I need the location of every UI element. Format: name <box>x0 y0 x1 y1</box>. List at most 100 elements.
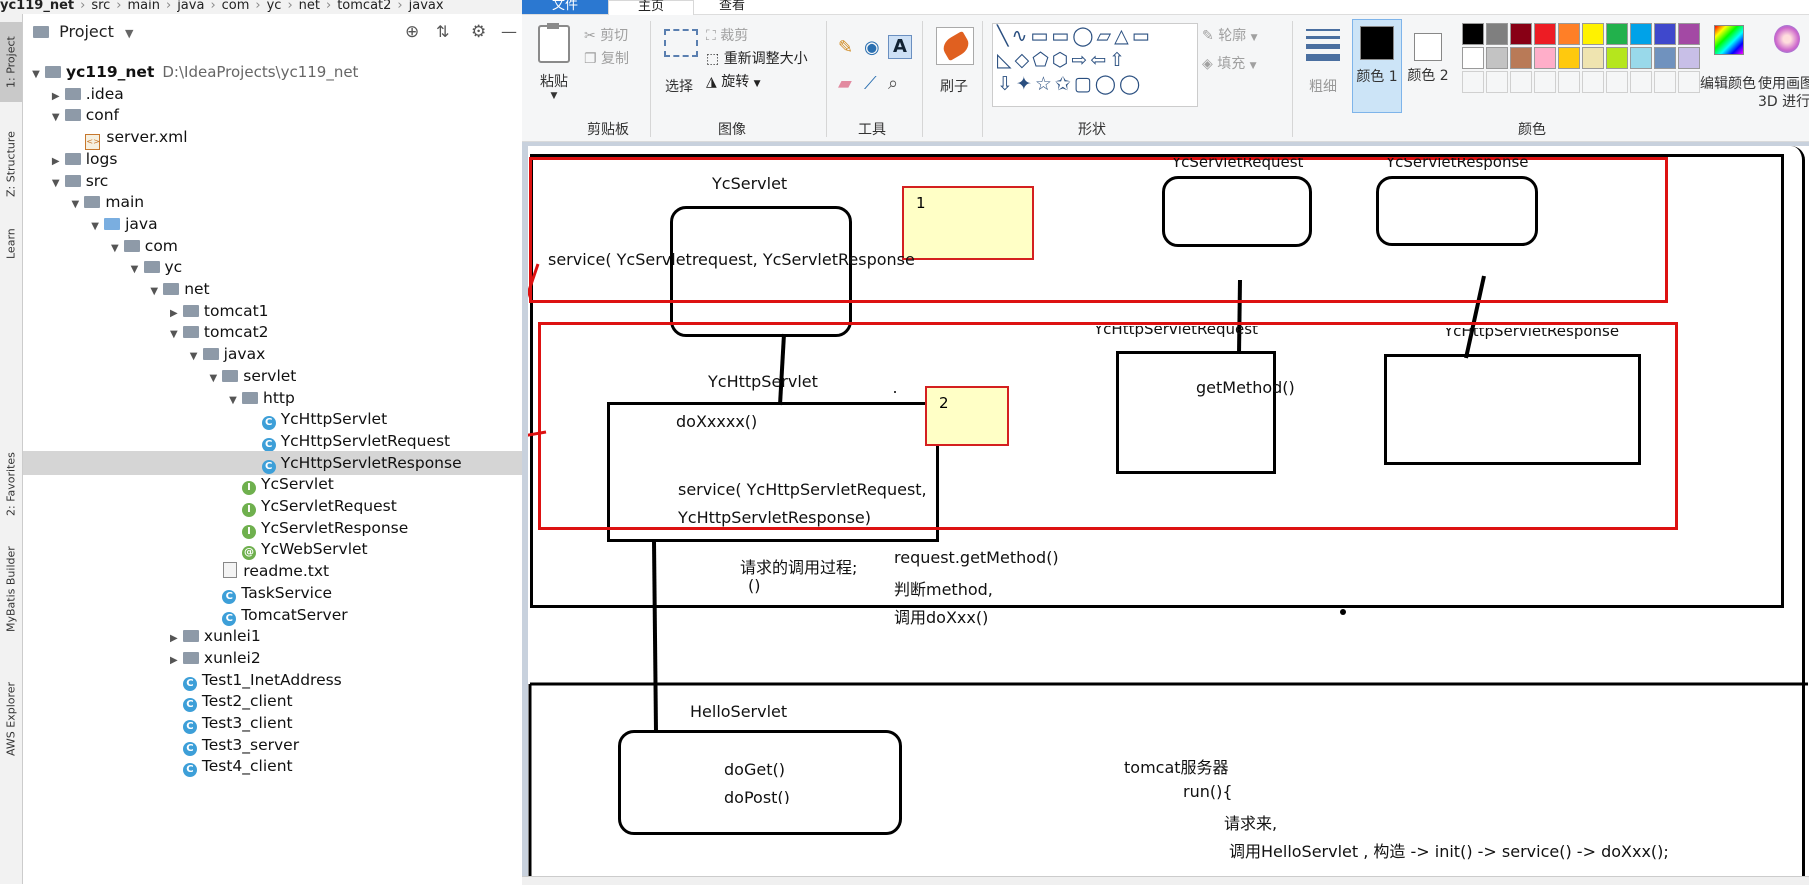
tree-item[interactable]: ▼yc <box>23 255 522 279</box>
tree-item[interactable]: ▼javax <box>23 342 522 366</box>
chevron-down-icon[interactable]: ▼ <box>51 112 60 124</box>
color-swatch[interactable] <box>1534 47 1556 69</box>
side-tab-1-project[interactable]: 1: Project <box>0 22 22 102</box>
side-tab-learn[interactable]: Learn <box>4 228 18 260</box>
breadcrumb-item[interactable]: javax <box>408 0 444 13</box>
chevron-right-icon[interactable]: ▶ <box>170 654 178 666</box>
project-panel-title[interactable]: Project <box>59 22 114 41</box>
chevron-down-icon[interactable]: ▼ <box>229 394 237 406</box>
breadcrumb-item[interactable]: src <box>91 0 111 13</box>
chevron-down-icon[interactable]: ▼ <box>130 264 139 276</box>
chevron-down-icon[interactable]: ▼ <box>209 372 218 384</box>
color-swatch[interactable] <box>1654 23 1676 45</box>
color-swatch[interactable] <box>1582 47 1604 69</box>
color2-button[interactable]: 颜色 2 <box>1404 19 1452 111</box>
color-swatch[interactable] <box>1630 23 1652 45</box>
paint3d-button[interactable]: 使用画图 3D 进行 <box>1758 23 1809 113</box>
side-tab-z-structure[interactable]: Z: Structure <box>4 131 18 197</box>
shapes-gallery[interactable]: ╲∿▭▭◯▱△▭ ◺◇⬠⬡⇨⇦⇧ ⇩✦☆✩▢◯◯ <box>992 23 1198 107</box>
color-swatch[interactable] <box>1462 47 1484 69</box>
chevron-right-icon[interactable]: ▶ <box>51 155 60 167</box>
custom-color-slot[interactable] <box>1558 71 1580 93</box>
text-icon[interactable]: A <box>888 35 912 59</box>
color-swatch[interactable] <box>1510 23 1532 45</box>
breadcrumb-item[interactable]: yc <box>266 0 282 13</box>
tree-item[interactable]: ▶.idea <box>23 82 522 106</box>
tree-item[interactable]: ▼com <box>23 234 522 258</box>
tree-item[interactable]: ▼src <box>23 169 522 193</box>
brushes-button[interactable]: 刷子 <box>932 23 976 113</box>
custom-color-slot[interactable] <box>1678 71 1700 93</box>
select-button[interactable]: 选择 <box>656 23 702 113</box>
color-swatch[interactable] <box>1606 47 1628 69</box>
chevron-down-icon[interactable]: ▼ <box>150 286 159 297</box>
size-button[interactable]: 粗细 <box>1300 23 1346 113</box>
breadcrumb-item[interactable]: tomcat2 <box>337 0 392 13</box>
tree-item[interactable]: ▶tomcat1 <box>23 299 522 323</box>
breadcrumb-item[interactable]: java <box>177 0 205 13</box>
side-tab-aws-explorer[interactable]: AWS Explorer <box>4 681 18 757</box>
color-swatch[interactable] <box>1462 23 1484 45</box>
tree-item[interactable]: ▶xunlei1 <box>23 624 522 648</box>
collapse-all-icon[interactable]: ⇅ <box>436 22 450 41</box>
custom-color-slot[interactable] <box>1630 71 1652 93</box>
color-swatch[interactable] <box>1678 47 1700 69</box>
tree-item[interactable]: ▼http <box>23 386 522 410</box>
chevron-down-icon[interactable]: ▼ <box>32 69 40 80</box>
chevron-down-icon[interactable]: ▼ <box>51 177 60 189</box>
color-swatch[interactable] <box>1558 47 1580 69</box>
color-swatch[interactable] <box>1606 23 1628 45</box>
color-swatch[interactable] <box>1486 47 1508 69</box>
pencil-icon[interactable]: ✎ <box>838 37 854 58</box>
chevron-down-icon[interactable]: ▼ <box>124 27 134 40</box>
chevron-right-icon[interactable]: ▶ <box>170 307 178 319</box>
chevron-down-icon[interactable]: ▼ <box>189 351 198 363</box>
tab-view[interactable]: 查看 <box>718 0 745 13</box>
tree-item[interactable]: ▼net <box>23 277 522 301</box>
tree-item[interactable]: @YcWebServlet <box>23 537 522 561</box>
crop-button[interactable]: ⛶ 裁剪 <box>706 28 749 44</box>
color-swatch[interactable] <box>1534 23 1556 45</box>
breadcrumb-item[interactable]: net <box>298 0 320 13</box>
eraser-icon[interactable]: ▰ <box>838 73 852 94</box>
color1-button[interactable]: 颜色 1 <box>1352 19 1402 113</box>
side-tab-2-favorites[interactable]: 2: Favorites <box>4 452 18 516</box>
resize-button[interactable]: ⬚ 重新调整大小 <box>706 51 808 67</box>
custom-color-slot[interactable] <box>1510 71 1532 93</box>
custom-color-slot[interactable] <box>1462 71 1484 93</box>
locate-icon[interactable]: ⊕ <box>405 22 420 42</box>
color-swatch[interactable] <box>1486 23 1508 45</box>
color-swatch[interactable] <box>1678 23 1700 45</box>
gear-icon[interactable]: ⚙ <box>471 22 487 42</box>
custom-color-slot[interactable] <box>1486 71 1508 93</box>
tree-item[interactable]: ▶logs <box>23 147 522 171</box>
custom-color-slot[interactable] <box>1654 71 1676 93</box>
tree-item[interactable]: ▼servlet <box>23 364 522 388</box>
color-swatch[interactable] <box>1558 23 1580 45</box>
chevron-right-icon[interactable]: ▶ <box>170 633 178 645</box>
minimize-icon[interactable]: — <box>501 22 517 41</box>
chevron-down-icon[interactable]: ▼ <box>71 199 80 211</box>
side-tab-mybatis-builder[interactable]: MyBatis Builder <box>4 546 18 632</box>
color-picker-icon[interactable]: ⟋ <box>864 73 877 94</box>
drawing-canvas[interactable]: 1 2 YcServlet service( YcServletrequest,… <box>528 146 1809 882</box>
custom-color-slot[interactable] <box>1534 71 1556 93</box>
rotate-button[interactable]: ◮ 旋转 ▼ <box>706 74 761 90</box>
chevron-down-icon[interactable]: ▼ <box>91 220 99 232</box>
fill-icon[interactable]: ◉ <box>864 37 880 58</box>
edit-colors-button[interactable]: 编辑颜色 <box>1700 23 1756 113</box>
chevron-down-icon[interactable]: ▼ <box>170 329 178 341</box>
tree-item[interactable]: <>server.xml <box>23 125 522 151</box>
color-swatch[interactable] <box>1582 23 1604 45</box>
color-swatch[interactable] <box>1510 47 1532 69</box>
chevron-down-icon[interactable]: ▼ <box>110 242 119 254</box>
